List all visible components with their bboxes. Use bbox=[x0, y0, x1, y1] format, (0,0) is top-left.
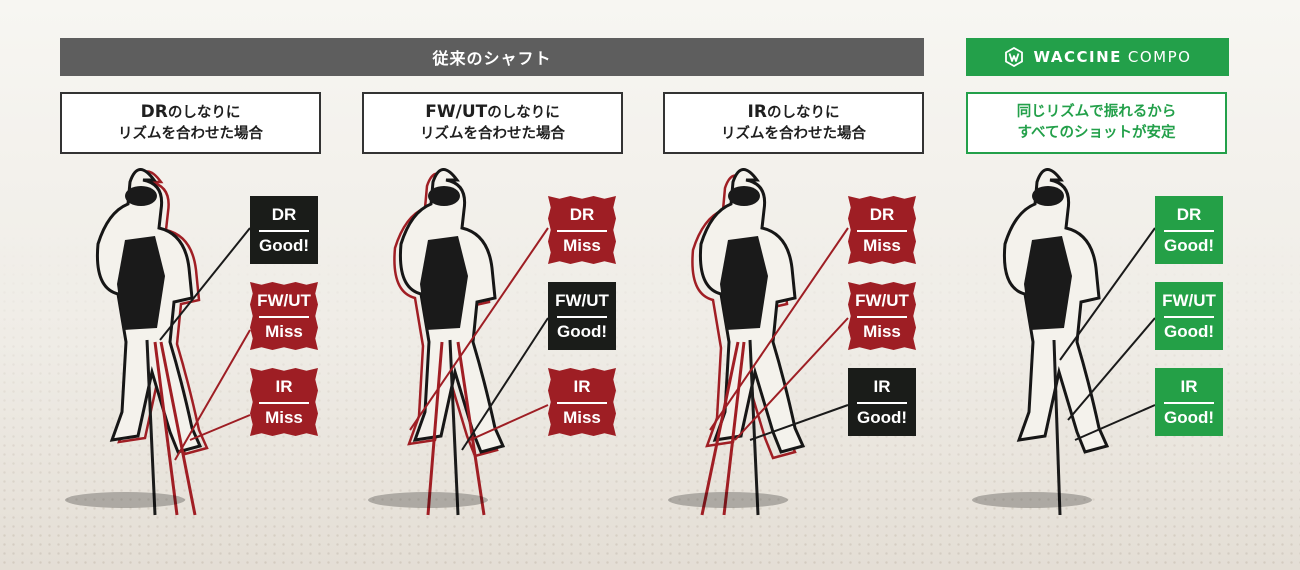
tag-club: FW/UT bbox=[855, 290, 909, 310]
label-club: DR bbox=[140, 101, 168, 122]
label-line-2: すべてのショットが安定 bbox=[1017, 125, 1176, 141]
tag-fwut-miss: FW/UT Miss bbox=[250, 282, 318, 350]
tag-club: DR bbox=[569, 204, 595, 224]
waccine-logo-icon bbox=[1004, 47, 1023, 67]
golfer-shirt bbox=[420, 236, 468, 330]
label-club: IR bbox=[747, 101, 767, 122]
tag-club: DR bbox=[869, 204, 895, 224]
label-line-1-rest: のしなりに bbox=[167, 104, 241, 121]
golfer-shirt bbox=[117, 236, 165, 330]
tag-club: IR bbox=[873, 376, 891, 396]
tag-divider bbox=[259, 229, 309, 232]
tag-ir-good: IR Good! bbox=[848, 368, 916, 436]
tag-divider bbox=[1164, 229, 1214, 232]
label-line-1-rest: のしなりに bbox=[766, 104, 840, 121]
tag-result: Good! bbox=[1163, 407, 1215, 427]
club-shaft bbox=[145, 339, 157, 516]
tag-ir-miss: IR Miss bbox=[250, 368, 318, 436]
golfer-shirt bbox=[720, 236, 768, 330]
tag-result: Miss bbox=[265, 407, 303, 427]
tag-club: DR bbox=[1176, 204, 1202, 224]
tag-dr-good: DR Good! bbox=[250, 196, 318, 264]
golfer-cap bbox=[728, 186, 760, 206]
column-4-label: 同じリズムで振れるから すべてのショットが安定 bbox=[966, 92, 1227, 154]
tag-divider bbox=[557, 229, 607, 232]
tag-club: FW/UT bbox=[1162, 290, 1216, 310]
label-line-1: DRのしなりに bbox=[141, 102, 241, 124]
brand-sub: COMPO bbox=[1127, 48, 1192, 66]
column-2-label: FW/UTのしなりに リズムを合わせた場合 bbox=[362, 92, 623, 154]
golfer-illustration bbox=[972, 168, 1110, 516]
tag-dr-good: DR Good! bbox=[1155, 196, 1223, 264]
golfer-shadow bbox=[668, 492, 788, 508]
golfer-illustration bbox=[65, 168, 209, 516]
label-line-2: リズムを合わせた場合 bbox=[420, 125, 565, 142]
tag-result: Good! bbox=[856, 407, 908, 427]
tag-club: IR bbox=[1180, 376, 1198, 396]
label-club: FW/UT bbox=[425, 101, 488, 122]
label-line-1-rest: のしなりに bbox=[487, 104, 560, 121]
tag-club: FW/UT bbox=[257, 290, 311, 310]
tag-result: Miss bbox=[563, 235, 601, 255]
tag-result: Miss bbox=[863, 321, 901, 341]
tag-club: IR bbox=[573, 376, 591, 396]
tag-result: Good! bbox=[556, 321, 608, 341]
brand-name: WACCINE bbox=[1033, 48, 1122, 66]
tag-divider bbox=[1164, 401, 1214, 404]
tag-result: Miss bbox=[563, 407, 601, 427]
tag-fwut-miss: FW/UT Miss bbox=[848, 282, 916, 350]
tag-divider bbox=[857, 229, 907, 232]
column-3-label: IRのしなりに リズムを合わせた場合 bbox=[663, 92, 924, 154]
tag-divider bbox=[857, 401, 907, 404]
label-line-2: リズムを合わせた場合 bbox=[118, 125, 263, 142]
golfer-cap bbox=[428, 186, 460, 206]
label-line-2: リズムを合わせた場合 bbox=[721, 125, 866, 142]
tag-club: IR bbox=[275, 376, 293, 396]
waccine-compo-banner: WACCINE COMPO bbox=[966, 38, 1229, 76]
golfer-shirt bbox=[1024, 236, 1072, 330]
tag-result: Good! bbox=[258, 235, 310, 255]
tag-fwut-good: FW/UT Good! bbox=[548, 282, 616, 350]
tag-dr-miss: DR Miss bbox=[548, 196, 616, 264]
golfer-illustration bbox=[668, 168, 806, 516]
golfer-shadow bbox=[972, 492, 1092, 508]
tag-ir-miss: IR Miss bbox=[548, 368, 616, 436]
column-1-label: DRのしなりに リズムを合わせた場合 bbox=[60, 92, 321, 154]
tag-club: FW/UT bbox=[555, 290, 609, 310]
golfer-shadow bbox=[65, 492, 185, 508]
tag-divider bbox=[259, 401, 309, 404]
tag-result: Miss bbox=[863, 235, 901, 255]
conventional-shaft-banner: 従来のシャフト bbox=[60, 38, 924, 76]
tag-divider bbox=[259, 315, 309, 318]
tag-divider bbox=[557, 401, 607, 404]
golfer-cap bbox=[125, 186, 157, 206]
tag-divider bbox=[557, 315, 607, 318]
tag-divider bbox=[857, 315, 907, 318]
tag-club: DR bbox=[271, 204, 297, 224]
label-line-1: FW/UTのしなりに bbox=[425, 102, 559, 124]
tag-result: Miss bbox=[265, 321, 303, 341]
tag-result: Good! bbox=[1163, 321, 1215, 341]
tag-result: Good! bbox=[1163, 235, 1215, 255]
label-line-1: IRのしなりに bbox=[748, 102, 840, 124]
tag-dr-miss: DR Miss bbox=[848, 196, 916, 264]
conventional-shaft-label: 従来のシャフト bbox=[432, 49, 552, 68]
club-shaft bbox=[1052, 339, 1062, 516]
golfer-cap bbox=[1032, 186, 1064, 206]
golfer-illustration bbox=[368, 168, 506, 516]
tag-ir-good: IR Good! bbox=[1155, 368, 1223, 436]
tag-fwut-good: FW/UT Good! bbox=[1155, 282, 1223, 350]
golfer-shadow bbox=[368, 492, 488, 508]
club-shaft-red bbox=[153, 341, 179, 516]
tag-divider bbox=[1164, 315, 1214, 318]
label-line-1: 同じリズムで振れるから bbox=[1016, 104, 1177, 120]
